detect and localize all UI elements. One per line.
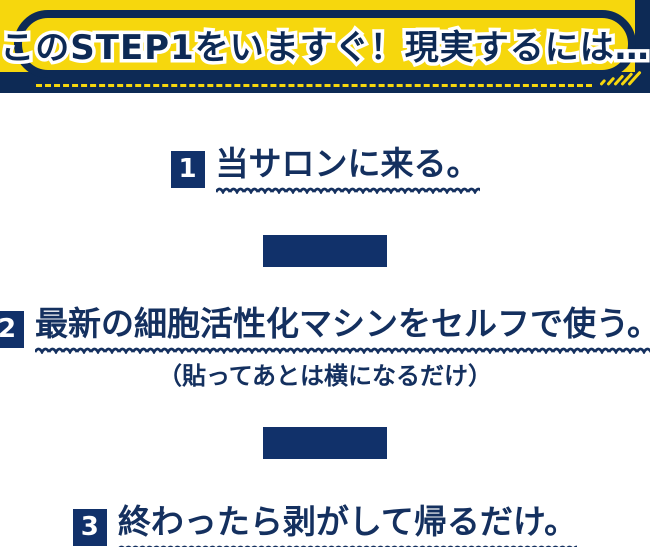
step-3-label: 終わったら剥がして帰るだけ。 (117, 502, 578, 547)
step-3-label-text: 終わったら剥がして帰るだけ。 (117, 502, 578, 541)
step-2-number-badge: 2 (0, 310, 24, 348)
step-3-row: 3 終わったら剥がして帰るだけ。 (72, 502, 578, 547)
header-title: このSTEP1をいますぐ！現実するには… (0, 24, 650, 71)
step-2: 2 最新の細胞活性化マシンをセルフで使う。 (0, 305, 650, 354)
wavy-underline-icon (34, 344, 650, 354)
header-bubble: このSTEP1をいますぐ！現実するには… (0, 10, 650, 78)
step-1: 1 当サロンに来る。 (0, 145, 650, 194)
step-2-label: 最新の細胞活性化マシンをセルフで使う。 (34, 304, 650, 354)
banner-right-band (635, 0, 650, 93)
divider-block-1 (263, 235, 387, 267)
step-2-note: （貼ってあとは横になるだけ） (157, 362, 493, 390)
step-1-label-text: 当サロンに来る。 (215, 144, 480, 183)
step-3: 3 終わったら剥がして帰るだけ。 (0, 503, 650, 547)
step-2-row: 2 最新の細胞活性化マシンをセルフで使う。 (0, 305, 650, 354)
step-3-number-badge: 3 (72, 508, 107, 546)
step-1-row: 1 当サロンに来る。 (170, 144, 480, 194)
divider-block-2 (263, 427, 387, 459)
speed-lines-decoration (599, 67, 642, 87)
wavy-underline-icon (215, 184, 480, 194)
step-2-label-text: 最新の細胞活性化マシンをセルフで使う。 (34, 304, 650, 343)
step-1-label: 当サロンに来る。 (215, 144, 480, 194)
wavy-underline-icon (117, 542, 578, 547)
step-1-number-badge: 1 (170, 150, 205, 188)
header-banner: このSTEP1をいますぐ！現実するには… (0, 0, 650, 93)
banner-dashed-line (36, 84, 592, 87)
